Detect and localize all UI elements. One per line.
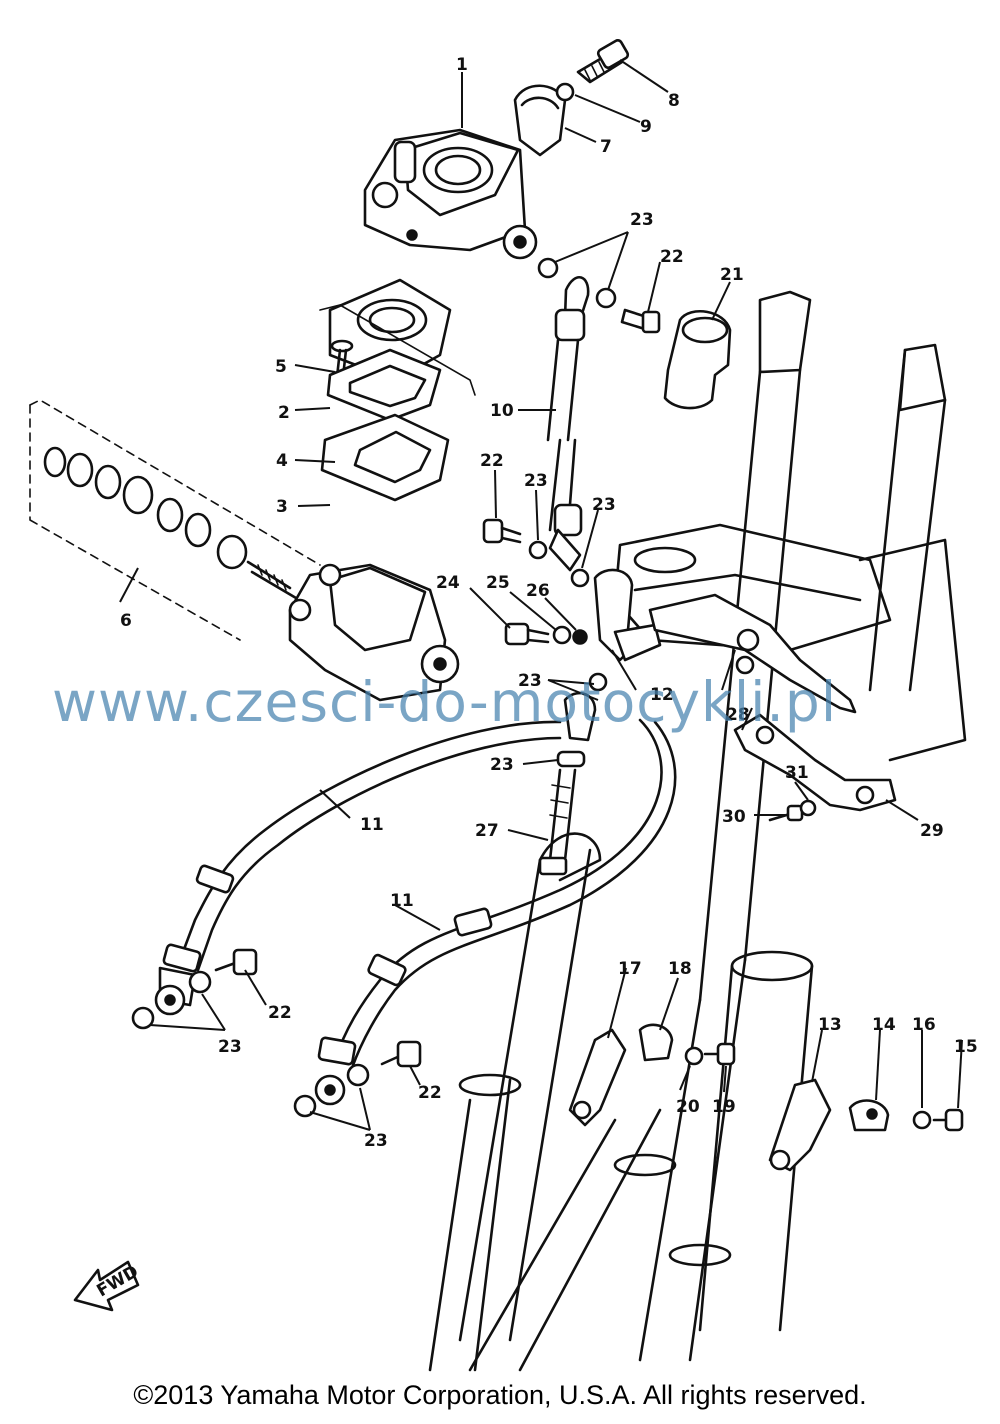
front-fork-right <box>428 343 967 1372</box>
callout-22: 22 <box>418 1083 442 1103</box>
callout-8: 8 <box>668 91 680 111</box>
union-bolt-22-mid <box>482 518 522 544</box>
callout-21: 21 <box>720 265 744 285</box>
hose-holder-17 <box>568 1028 627 1127</box>
union-bolt-22-upper <box>620 308 661 334</box>
washer-23-right-b <box>346 1063 370 1087</box>
callout-29: 29 <box>920 821 944 841</box>
callout-12: 12 <box>650 685 674 705</box>
callout-23: 23 <box>630 210 654 230</box>
washer-23-mid-a <box>528 540 548 560</box>
callout-7: 7 <box>600 137 612 157</box>
callout-10: 10 <box>490 401 514 421</box>
bracket-29 <box>733 713 897 812</box>
reservoir-cap-2 <box>328 278 452 382</box>
washer-23-left-b <box>188 970 212 994</box>
washer-23-mid-b <box>570 568 590 588</box>
washer-25 <box>552 625 572 645</box>
callout-11: 11 <box>390 891 414 911</box>
callout-16: 16 <box>912 1015 936 1035</box>
master-cylinder-kit-6 <box>29 399 321 641</box>
plate-4 <box>326 348 442 422</box>
callout-15: 15 <box>954 1037 978 1057</box>
union-bolt-22-right <box>380 1040 422 1068</box>
fwd-arrow-icon: FWD <box>73 1260 142 1312</box>
callout-11: 11 <box>360 815 384 835</box>
callout-27: 27 <box>475 821 499 841</box>
callout-22: 22 <box>268 1003 292 1023</box>
callout-13: 13 <box>818 1015 842 1035</box>
brake-parts-diagram: FWD <box>29 39 978 1372</box>
brake-hose-10 <box>546 276 590 572</box>
hose-holder-13 <box>768 1078 832 1172</box>
callout-22: 22 <box>660 247 684 267</box>
callout-14: 14 <box>872 1015 896 1035</box>
callout-31: 31 <box>785 763 809 783</box>
callout-22: 22 <box>480 451 504 471</box>
washer-16 <box>912 1110 932 1130</box>
callout-4: 4 <box>276 451 288 471</box>
callout-24: 24 <box>436 573 460 593</box>
washer-31 <box>799 799 817 817</box>
bolt-30 <box>768 804 804 822</box>
washer-23-left-a <box>131 1006 155 1030</box>
leader-lines <box>119 59 963 1131</box>
callout-23: 23 <box>364 1131 388 1151</box>
callout-25: 25 <box>486 573 510 593</box>
brake-hose-11-right <box>314 718 677 1106</box>
union-bolt-22-left <box>214 948 258 976</box>
callout-19: 19 <box>712 1097 736 1117</box>
callout-26: 26 <box>526 581 550 601</box>
callout-20: 20 <box>676 1097 700 1117</box>
bolt-8 <box>576 39 630 84</box>
washer-23-upper <box>537 257 559 279</box>
callout-17: 17 <box>618 959 642 979</box>
nut-26 <box>572 629 588 645</box>
group-bracket-line <box>319 304 476 396</box>
master-cylinder-top <box>363 128 538 260</box>
front-fork-left <box>458 290 814 1372</box>
diaphragm-3 <box>320 413 450 502</box>
washer-9 <box>555 82 575 102</box>
master-cylinder-body <box>288 563 460 702</box>
callout-3: 3 <box>276 497 288 517</box>
callout-5: 5 <box>275 357 287 377</box>
bolt-15 <box>932 1108 964 1132</box>
handlebar-holder <box>513 84 567 157</box>
brake-joint-12 <box>593 568 662 662</box>
copyright-text: ©2013 Yamaha Motor Corporation, U.S.A. A… <box>133 1380 867 1410</box>
callout-23: 23 <box>518 671 542 691</box>
callout-18: 18 <box>668 959 692 979</box>
callout-23: 23 <box>592 495 616 515</box>
callout-1: 1 <box>456 55 468 75</box>
washer-23-upper-2 <box>595 287 617 309</box>
callout-28: 28 <box>726 705 750 725</box>
callout-23: 23 <box>218 1037 242 1057</box>
washer-20 <box>684 1046 704 1066</box>
cover-21 <box>663 310 732 410</box>
washer-23-joint <box>588 672 608 692</box>
bracket-28 <box>648 593 857 714</box>
clamp-14 <box>848 1099 890 1132</box>
bolt-19 <box>703 1042 736 1066</box>
union-bolt-27 <box>538 691 597 876</box>
callout-2: 2 <box>278 403 290 423</box>
brake-hose-11-left <box>154 720 562 1016</box>
callout-6: 6 <box>120 611 132 631</box>
callout-23: 23 <box>524 471 548 491</box>
callout-23: 23 <box>490 755 514 775</box>
callout-labels: 1 8 9 7 23 22 21 5 2 4 3 10 22 23 23 6 2… <box>120 55 978 1151</box>
callout-9: 9 <box>640 117 652 137</box>
bolt-24 <box>504 622 550 646</box>
clamp-18 <box>638 1023 674 1062</box>
watermark-text: www.czesci-do-motocykli.pl <box>52 670 838 734</box>
washer-23-right-a <box>293 1094 317 1118</box>
callout-30: 30 <box>722 807 746 827</box>
